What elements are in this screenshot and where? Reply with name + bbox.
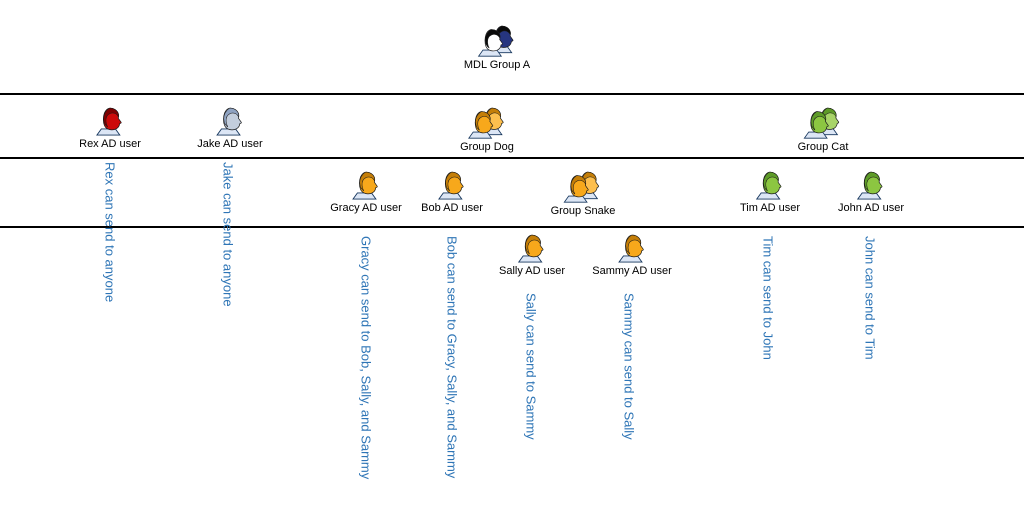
- node-label: Group Dog: [460, 141, 514, 153]
- user-head-icon: [756, 171, 782, 200]
- node-gracy-ad-user[interactable]: Gracy AD user: [330, 170, 402, 214]
- node-group-snake[interactable]: Group Snake: [550, 170, 616, 217]
- annotation-john: John can send to Tim: [862, 236, 878, 360]
- node-jake-ad-user[interactable]: Jake AD user: [197, 106, 263, 150]
- node-tim-ad-user[interactable]: Tim AD user: [740, 170, 800, 214]
- annotation-gracy: Gracy can send to Bob, Sally, and Sammy: [358, 236, 374, 480]
- node-label: Tim AD user: [739, 202, 801, 214]
- node-sammy-ad-user[interactable]: Sammy AD user: [592, 233, 672, 277]
- node-label: Rex AD user: [79, 138, 141, 150]
- user-head-icon: [438, 171, 464, 200]
- node-label: Group Cat: [797, 141, 849, 153]
- user-head-icon: [352, 171, 378, 200]
- node-rex-ad-user[interactable]: Rex AD user: [79, 106, 141, 150]
- annotation-rex: Rex can send to anyone: [102, 162, 118, 303]
- annotation-tim: Tim can send to John: [760, 236, 776, 360]
- level-divider-1: [0, 93, 1024, 95]
- node-label: Sally AD user: [498, 265, 566, 277]
- annotation-bob: Bob can send to Gracy, Sally, and Sammy: [444, 236, 460, 479]
- node-john-ad-user[interactable]: John AD user: [838, 170, 904, 214]
- node-label: Bob AD user: [421, 202, 483, 214]
- group-heads-icon: [564, 171, 600, 203]
- user-head-icon: [216, 107, 242, 136]
- group-heads-icon: [468, 107, 504, 139]
- node-sally-ad-user[interactable]: Sally AD user: [499, 233, 565, 277]
- node-label: MDL Group A: [463, 59, 531, 71]
- annotation-jake: Jake can send to anyone: [220, 162, 236, 307]
- annotation-sally: Sally can send to Sammy: [523, 293, 539, 440]
- node-label: Gracy AD user: [330, 202, 402, 214]
- user-head-icon: [96, 107, 122, 136]
- group-heads-icon: [478, 25, 514, 57]
- annotation-sammy: Sammy can send to Sally: [621, 293, 637, 440]
- node-group-dog[interactable]: Group Dog: [460, 106, 514, 153]
- group-heads-icon: [804, 107, 840, 139]
- user-head-icon: [857, 171, 883, 200]
- node-label: Group Snake: [550, 205, 616, 217]
- level-divider-2: [0, 157, 1024, 159]
- node-bob-ad-user[interactable]: Bob AD user: [421, 170, 483, 214]
- node-label: Sammy AD user: [592, 265, 672, 277]
- node-label: John AD user: [837, 202, 905, 214]
- node-group-cat[interactable]: Group Cat: [797, 106, 849, 153]
- level-divider-3: [0, 226, 1024, 228]
- node-label: Jake AD user: [197, 138, 263, 150]
- node-mdl-group-a[interactable]: MDL Group A: [464, 24, 530, 71]
- user-head-icon: [518, 234, 544, 263]
- user-head-icon: [618, 234, 644, 263]
